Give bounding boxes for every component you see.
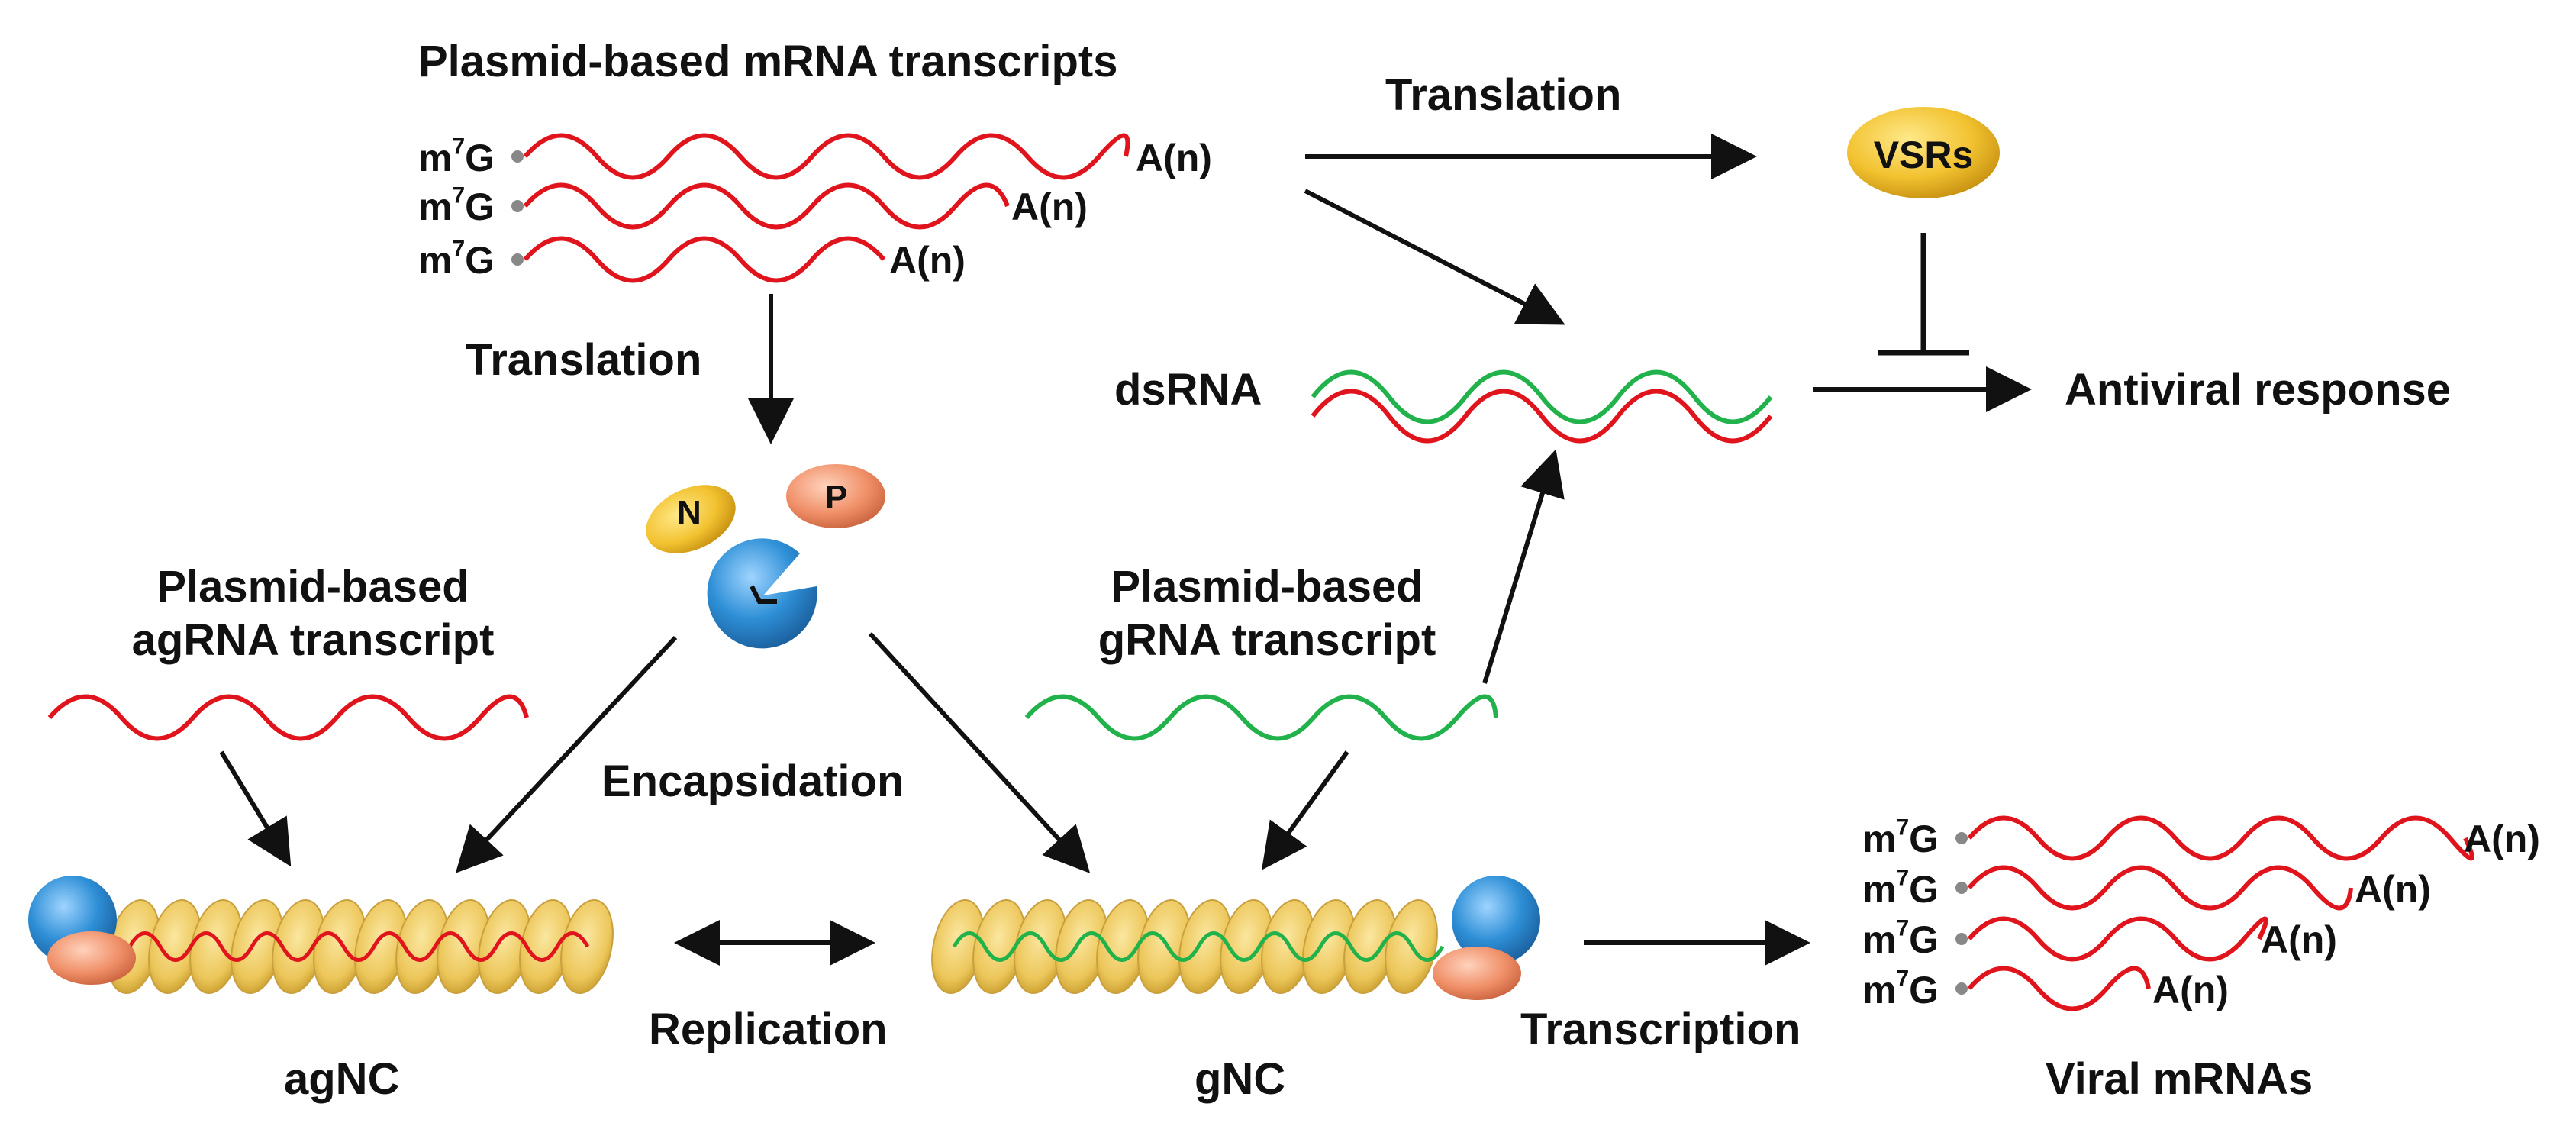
polya-label: A(n) bbox=[1136, 137, 1212, 179]
cap-dot bbox=[1955, 882, 1968, 894]
cap-dot bbox=[1955, 832, 1968, 844]
arrow-grna-to-dsrna bbox=[1482, 449, 1565, 684]
arrow-grna-to-gnc bbox=[1261, 750, 1349, 870]
label-vsrs: VSRs bbox=[1873, 134, 1974, 176]
cap-dot bbox=[511, 150, 524, 163]
gnc-polymerase bbox=[1452, 876, 1540, 964]
label-g-plasmid-line1: Plasmid-based bbox=[1111, 562, 1423, 611]
agnc-rna bbox=[127, 931, 590, 962]
viral-mrna-strand bbox=[1967, 916, 2268, 962]
arrow-mrna-to-dsrna bbox=[1304, 189, 1565, 325]
label-ag-plasmid-line1: Plasmid-based bbox=[156, 562, 469, 611]
protein-p-label: P bbox=[825, 479, 848, 516]
arrow-encap-right bbox=[868, 631, 1091, 873]
polymerase-icon bbox=[707, 538, 817, 649]
mrna-strand bbox=[523, 236, 886, 283]
label-viral-mrnas: Viral mRNAs bbox=[2046, 1054, 2313, 1104]
label-g-plasmid: Plasmid-based gRNA transcript bbox=[1046, 565, 1488, 663]
label-ag-plasmid-line2: agRNA transcript bbox=[131, 615, 495, 665]
label-transcription: Transcription bbox=[1520, 1005, 1801, 1054]
viral-cap-label: m7G bbox=[1862, 815, 1939, 860]
dsrna-green-strand bbox=[1311, 369, 1773, 424]
label-dsrna: dsRNA bbox=[1114, 365, 1262, 415]
dsrna-red-strand bbox=[1311, 389, 1773, 444]
label-gnc: gNC bbox=[1195, 1054, 1286, 1104]
grna-transcript bbox=[1024, 694, 1498, 741]
agrna-transcript bbox=[47, 694, 529, 741]
label-ag-plasmid: Plasmid-based agRNA transcript bbox=[92, 565, 534, 663]
label-agnc: agNC bbox=[284, 1054, 400, 1104]
agnc-nucleocapsid bbox=[28, 876, 614, 995]
cap-label: m7G bbox=[418, 236, 495, 282]
viral-polya-label: A(n) bbox=[2152, 969, 2229, 1011]
label-antiviral: Antiviral response bbox=[2065, 365, 2452, 415]
vsrs-ellipse bbox=[1847, 107, 2000, 198]
viral-mrna-strand bbox=[1967, 966, 2151, 1011]
viral-polya-label: A(n) bbox=[2355, 868, 2431, 911]
label-plasmid-mrna: Plasmid-based mRNA transcripts bbox=[418, 37, 1118, 86]
viral-mrna-stack bbox=[1955, 815, 2474, 1011]
agnc-p-protein bbox=[47, 931, 136, 985]
gnc-nucleocapsid bbox=[931, 876, 1540, 1000]
label-g-plasmid-line2: gRNA transcript bbox=[1098, 615, 1436, 665]
protein-p bbox=[786, 464, 885, 528]
viral-cap-label: m7G bbox=[1862, 865, 1939, 911]
cap-dot bbox=[1955, 982, 1968, 995]
label-replication: Replication bbox=[649, 1005, 888, 1054]
label-encapsidation: Encapsidation bbox=[601, 757, 904, 806]
protein-n-label: N bbox=[677, 494, 701, 531]
cap-dot bbox=[511, 253, 524, 266]
viral-polya-label: A(n) bbox=[2261, 918, 2337, 961]
viral-mrna-strand bbox=[1967, 815, 2474, 861]
gnc-rna bbox=[952, 931, 1445, 962]
viral-cap-label: m7G bbox=[1862, 966, 1939, 1011]
viral-mrna-strand bbox=[1967, 865, 2353, 911]
mrna-strand bbox=[523, 182, 1010, 230]
label-translation-top: Translation bbox=[1385, 70, 1622, 120]
viral-cap-label: m7G bbox=[1862, 915, 1939, 961]
label-translation-left: Translation bbox=[466, 335, 702, 385]
gnc-p-protein bbox=[1433, 947, 1521, 1000]
mrna-strand bbox=[523, 133, 1130, 180]
plasmid-mrna-stack bbox=[511, 133, 1130, 283]
cap-dot bbox=[1955, 933, 1968, 945]
cap-label: m7G bbox=[418, 134, 495, 179]
viral-polya-label: A(n) bbox=[2464, 818, 2540, 860]
protein-n bbox=[646, 485, 736, 553]
dsrna-duplex bbox=[1311, 369, 1773, 444]
polya-label: A(n) bbox=[1011, 186, 1088, 228]
arrow-agrna-to-agnc bbox=[219, 750, 292, 867]
arrow-encap-left bbox=[455, 635, 678, 873]
cap-dot bbox=[511, 200, 524, 212]
cap-label: m7G bbox=[418, 182, 495, 228]
polya-label: A(n) bbox=[889, 239, 966, 282]
